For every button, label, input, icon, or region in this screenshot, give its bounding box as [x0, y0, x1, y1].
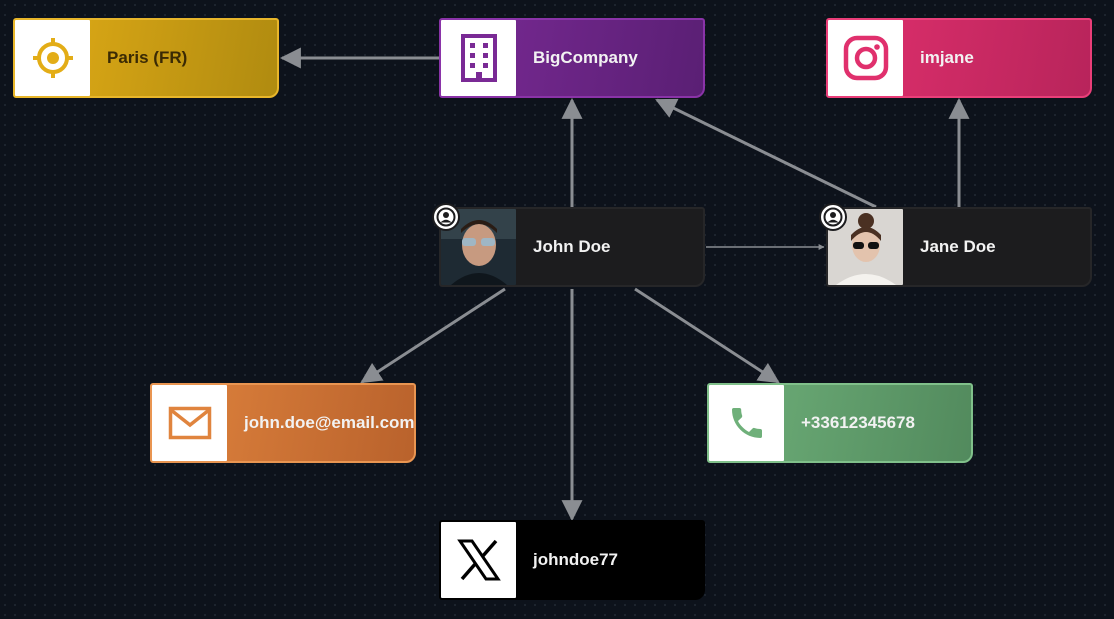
node-phone[interactable]: +33612345678: [707, 383, 973, 463]
node-instagram[interactable]: imjane: [826, 18, 1092, 98]
envelope-icon: [152, 385, 227, 461]
node-label: johndoe77: [533, 550, 619, 569]
location-target-icon: [15, 20, 90, 96]
node-john-doe[interactable]: John Doe: [432, 203, 705, 287]
node-location[interactable]: Paris (FR): [13, 18, 279, 98]
node-label: Jane Doe: [920, 237, 996, 256]
edge-jane-company: [655, 98, 877, 209]
person-badge-icon: [819, 203, 847, 231]
node-jane-doe[interactable]: Jane Doe: [819, 203, 1092, 287]
node-twitter[interactable]: johndoe77: [439, 520, 705, 600]
phone-icon: [709, 385, 784, 461]
x-logo-icon: [441, 522, 516, 598]
edge-john-phone: [634, 287, 780, 384]
node-label: BigCompany: [533, 48, 638, 67]
node-label: +33612345678: [801, 413, 915, 432]
node-label: john.doe@email.com: [244, 413, 415, 432]
node-label: imjane: [920, 48, 974, 67]
person-badge-icon: [432, 203, 460, 231]
node-label: John Doe: [533, 237, 611, 256]
node-label: Paris (FR): [107, 48, 188, 67]
node-company[interactable]: BigCompany: [439, 18, 705, 98]
building-icon: [441, 20, 516, 96]
node-email[interactable]: john.doe@email.com: [150, 383, 416, 463]
edge-john-email: [360, 287, 506, 384]
instagram-icon: [828, 20, 903, 96]
